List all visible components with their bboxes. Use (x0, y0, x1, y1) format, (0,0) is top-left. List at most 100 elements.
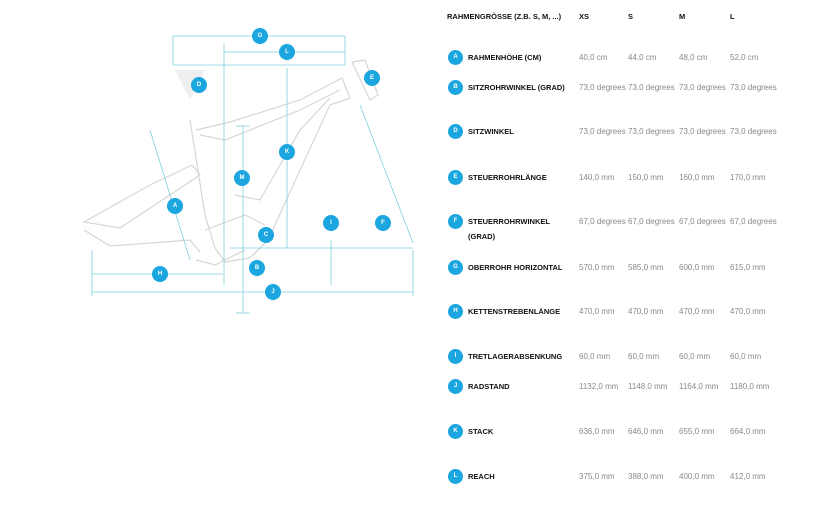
label-J-marker: J (265, 284, 281, 300)
row-value: 412,0 mm (730, 472, 766, 481)
label-M-marker: M (234, 170, 250, 186)
row-badge: H (448, 304, 463, 319)
label-B-marker: B (249, 260, 265, 276)
header-size-xs: XS (579, 12, 590, 21)
row-value: 400,0 mm (679, 472, 715, 481)
row-value: 388,0 mm (628, 472, 664, 481)
header-size-s: S (628, 12, 634, 21)
label-I-marker: I (323, 215, 339, 231)
row-value: 60,0 mm (679, 352, 711, 361)
row-value: 52,0 cm (730, 53, 759, 62)
row-value: 67,0 degrees (730, 217, 777, 226)
row-badge: I (448, 349, 463, 364)
frame-outline (82, 59, 379, 266)
row-value: 1148,0 mm (628, 382, 668, 391)
row-label: RADSTAND (468, 382, 510, 391)
row-value: 160,0 mm (679, 173, 715, 182)
row-value: 67,0 degrees (628, 217, 675, 226)
label-F-marker: F (375, 215, 391, 231)
row-label: REACH (468, 472, 495, 481)
svg-text:B: B (255, 265, 260, 271)
row-value: 1180,0 mm (730, 382, 770, 391)
row-value: 60,0 mm (628, 352, 660, 361)
svg-text:K: K (285, 149, 290, 155)
row-value: 73,0 degrees (730, 127, 777, 136)
row-value: 664,0 mm (730, 427, 766, 436)
row-value: 1164,0 mm (679, 382, 719, 391)
svg-text:G: G (258, 33, 263, 39)
dimension-lines (91, 35, 414, 314)
row-value: 170,0 mm (730, 173, 766, 182)
label-H-marker: H (152, 266, 168, 282)
row-label: STEUERROHRWINKEL (GRAD) (468, 217, 550, 241)
bike-geometry-diagram: G L D E K M A C I F B H J (82, 28, 414, 314)
label-C-marker: C (258, 227, 274, 243)
row-value: 140,0 mm (579, 173, 615, 182)
row-label: TRETLAGERABSENKUNG (468, 352, 563, 361)
svg-text:C: C (264, 232, 269, 238)
row-badge: J (448, 379, 463, 394)
row-value: 655,0 mm (679, 427, 715, 436)
row-value: 73,0 degrees (628, 127, 675, 136)
row-value: 600,0 mm (679, 263, 715, 272)
svg-text:M: M (240, 175, 245, 181)
label-E-marker: E (364, 70, 380, 86)
svg-text:I: I (330, 220, 332, 226)
label-A-marker: A (167, 198, 183, 214)
row-value: 73,0 degrees (679, 127, 726, 136)
row-value: 150,0 mm (628, 173, 664, 182)
row-value: 470,0 mm (730, 307, 766, 316)
row-badge: E (448, 170, 463, 185)
row-badge: A (448, 50, 463, 65)
row-label: STEUERROHRLÄNGE (468, 173, 547, 182)
header-size-m: M (679, 12, 686, 21)
row-value: 40,0 cm (579, 53, 608, 62)
svg-text:L: L (285, 49, 289, 55)
row-value: 470,0 mm (579, 307, 615, 316)
row-label: RAHMENHÖHE (CM) (468, 53, 542, 62)
row-value: 615,0 mm (730, 263, 766, 272)
label-D-marker: D (191, 77, 207, 93)
row-value: 60,0 mm (730, 352, 762, 361)
row-value: 67,0 degrees (579, 217, 626, 226)
row-value: 73,0 degrees (579, 127, 626, 136)
svg-text:F: F (381, 220, 385, 226)
row-value: 470,0 mm (679, 307, 715, 316)
row-label: OBERROHR HORIZONTAL (468, 263, 563, 272)
row-badge: G (448, 260, 463, 275)
label-G-marker: G (252, 28, 268, 44)
row-value: 60,0 mm (579, 352, 611, 361)
row-value: 73,0 degrees (730, 83, 777, 92)
svg-text:A: A (173, 203, 178, 209)
svg-text:D: D (197, 82, 202, 88)
row-value: 73,0 degrees (679, 83, 726, 92)
row-value: 1132,0 mm (579, 382, 619, 391)
row-badge: D (448, 124, 463, 139)
row-value: 48,0 cm (679, 53, 708, 62)
row-badge: F (448, 214, 463, 229)
row-label: KETTENSTREBENLÄNGE (468, 307, 561, 316)
svg-text:H: H (158, 271, 162, 277)
row-badge: L (448, 469, 463, 484)
row-value: 375,0 mm (579, 472, 615, 481)
row-value: 73,0 degrees (628, 83, 675, 92)
row-value: 44,0 cm (628, 53, 657, 62)
label-L-marker: L (279, 44, 295, 60)
label-K-marker: K (279, 144, 295, 160)
row-value: 67,0 degrees (679, 217, 726, 226)
row-value: 570,0 mm (579, 263, 615, 272)
row-value: 73,0 degrees (579, 83, 626, 92)
row-label: STACK (468, 427, 494, 436)
svg-text:J: J (271, 289, 274, 295)
svg-text:E: E (370, 75, 374, 81)
header-size-l: L (730, 12, 735, 21)
header-frame-size: RAHMENGRÖSSE (Z.B. S, M, ...) (447, 12, 562, 21)
row-value: 646,0 mm (628, 427, 664, 436)
diagram-labels: G L D E K M A C I F B H J (152, 28, 391, 300)
row-badge: B (448, 80, 463, 95)
row-label: SITZROHRWINKEL (GRAD) (468, 83, 565, 92)
row-badge: K (448, 424, 463, 439)
row-label: SITZWINKEL (468, 127, 514, 136)
row-value: 636,0 mm (579, 427, 615, 436)
row-value: 585,0 mm (628, 263, 664, 272)
